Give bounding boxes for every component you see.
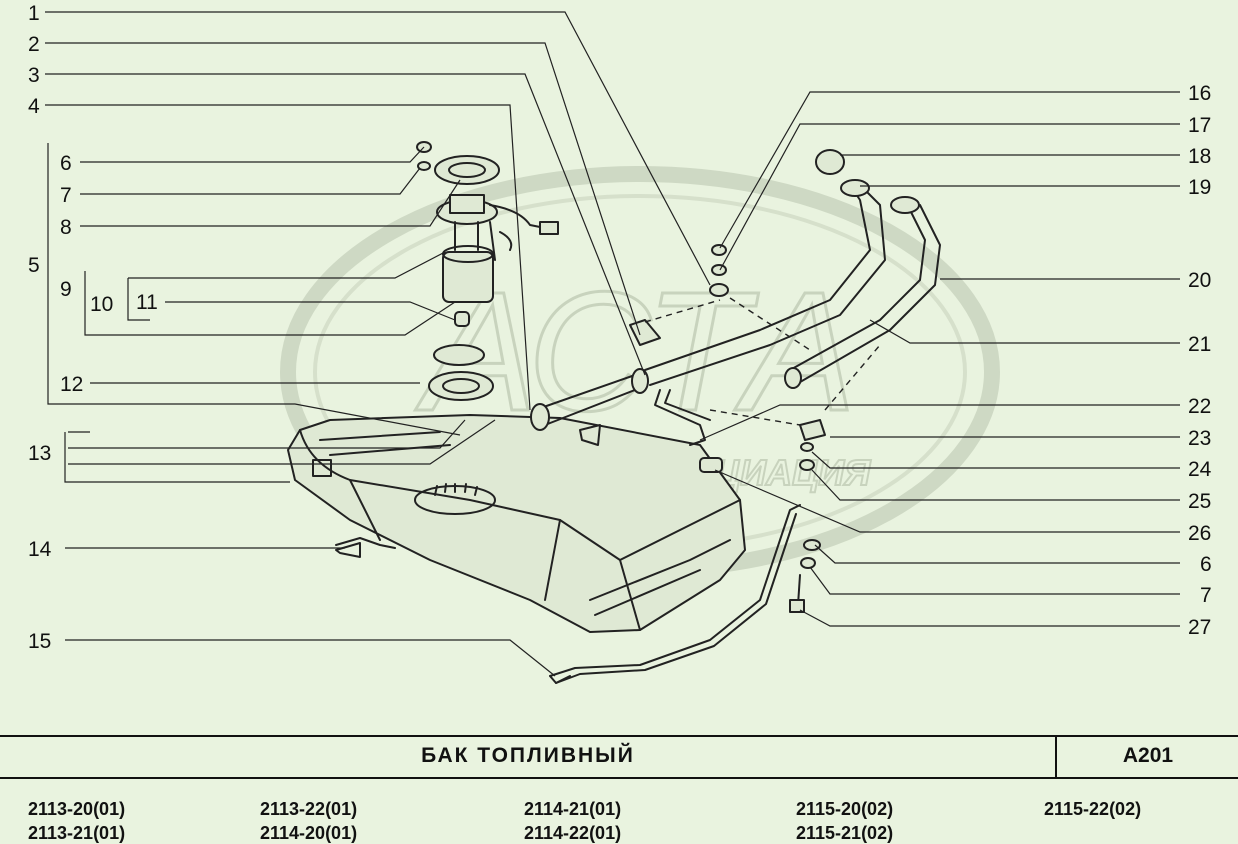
callout-26: 26 bbox=[1188, 522, 1211, 545]
callout-9: 9 bbox=[60, 278, 72, 301]
callout-24: 24 bbox=[1188, 458, 1212, 481]
fuel-tank bbox=[287, 414, 746, 633]
parts-diagram: АСТА АССОЦИАЦИЯ bbox=[28, 2, 1212, 684]
filler-pipes bbox=[530, 149, 941, 613]
callout-6b: 6 bbox=[1200, 553, 1212, 576]
title-block-top-rule bbox=[0, 735, 1238, 737]
page-code: A201 bbox=[1122, 744, 1174, 767]
callout-27: 27 bbox=[1188, 616, 1211, 639]
callout-15: 15 bbox=[28, 630, 51, 653]
callout-17: 17 bbox=[1188, 114, 1211, 137]
callout-23: 23 bbox=[1188, 427, 1211, 450]
callout-2: 2 bbox=[28, 33, 40, 56]
tank-straps bbox=[335, 504, 801, 684]
callout-19: 19 bbox=[1188, 176, 1211, 199]
callout-12: 12 bbox=[60, 373, 83, 396]
callout-8: 8 bbox=[60, 216, 72, 239]
callout-21: 21 bbox=[1188, 333, 1211, 356]
callout-10: 10 bbox=[90, 293, 113, 316]
leader-lines bbox=[45, 11, 1180, 677]
callout-numbers: 1 2 3 4 5 6 7 8 9 10 11 12 13 14 15 16 1… bbox=[28, 2, 1212, 653]
callout-18: 18 bbox=[1188, 145, 1211, 168]
callout-14: 14 bbox=[28, 538, 52, 561]
model-code: 2113-21(01) bbox=[28, 823, 126, 843]
callout-13: 13 bbox=[28, 442, 51, 465]
callout-11: 11 bbox=[136, 291, 158, 314]
callout-6: 6 bbox=[60, 152, 72, 175]
model-code: 2115-22(02) bbox=[1044, 799, 1142, 819]
model-code: 2114-20(01) bbox=[260, 823, 358, 843]
callout-7: 7 bbox=[60, 184, 72, 207]
model-code: 2115-21(02) bbox=[796, 823, 894, 843]
callout-25: 25 bbox=[1188, 490, 1211, 513]
callout-7b: 7 bbox=[1200, 584, 1212, 607]
title-block-mid-rule bbox=[0, 777, 1238, 779]
model-code: 2113-20(01) bbox=[28, 799, 126, 819]
callout-1: 1 bbox=[28, 2, 40, 25]
title-block: БАК ТОПЛИВНЫЙ A201 2113-20(01) 2113-21(0… bbox=[0, 735, 1238, 844]
model-code: 2113-22(01) bbox=[260, 799, 358, 819]
callout-3: 3 bbox=[28, 64, 40, 87]
callout-4: 4 bbox=[28, 95, 40, 118]
model-code: 2114-22(01) bbox=[524, 823, 622, 843]
model-code: 2114-21(01) bbox=[524, 799, 622, 819]
model-code: 2115-20(02) bbox=[796, 799, 894, 819]
fuel-pump-module bbox=[416, 141, 559, 401]
callout-16: 16 bbox=[1188, 82, 1211, 105]
callout-20: 20 bbox=[1188, 269, 1211, 292]
callout-22: 22 bbox=[1188, 395, 1211, 418]
callout-5: 5 bbox=[28, 254, 40, 277]
page-title: БАК ТОПЛИВНЫЙ bbox=[421, 744, 635, 767]
title-block-divider bbox=[1055, 735, 1057, 779]
